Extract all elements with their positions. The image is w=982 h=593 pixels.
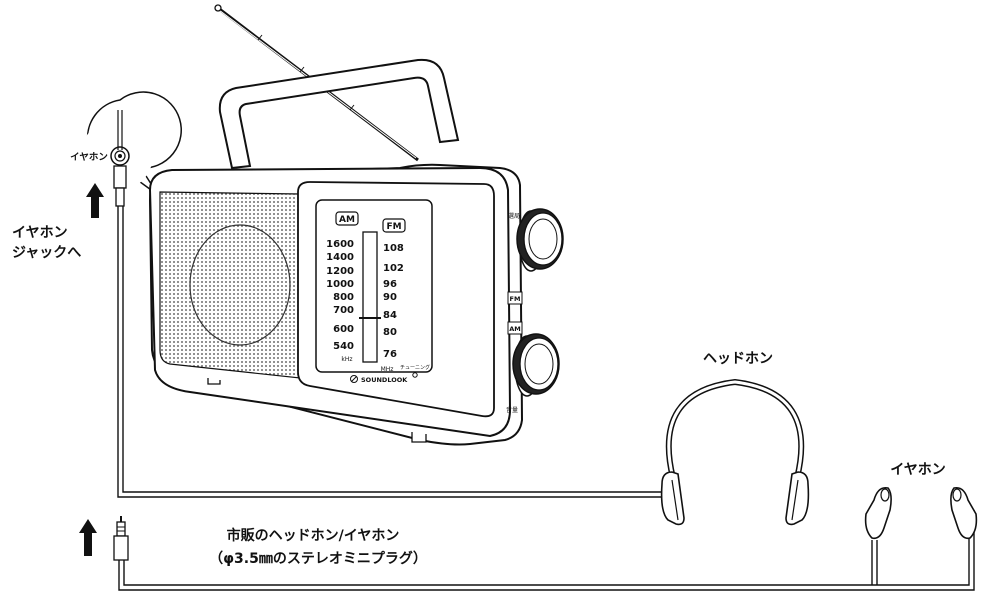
arrow-note-line2: ジャックへ [12,245,81,261]
earphones-label: イヤホン [890,462,946,478]
earphone-cable [118,510,975,591]
earphones [864,486,978,540]
am-scale-1: 1400 [326,252,354,263]
caption-line1: 市販のヘッドホン/イヤホン [227,527,400,544]
brand-label: SOUNDLOOK [361,376,408,384]
speaker-grille [159,191,301,379]
fm-scale-5: 80 [383,327,397,338]
insert-arrow-icon [86,183,104,218]
jack-callout: イヤホン [70,91,182,207]
tuning-label: チューニング [400,364,430,371]
am-scale-6: 600 [333,324,354,335]
fm-unit: MHz [381,366,394,373]
am-scale-5: 700 [333,305,354,316]
am-scale-7: 540 [333,341,354,352]
headphones-label: ヘッドホン [703,351,773,367]
arrow-note-line1: イヤホン [12,225,68,241]
am-unit: kHz [341,356,352,363]
tuning-knob [516,208,564,272]
am-scale-4: 800 [333,292,354,303]
handle [218,58,460,170]
switch-fm-label: FM [510,295,521,303]
band-am-label: AM [339,215,355,225]
stereo-mini-plug [113,516,129,561]
top-knob-label: 選局 [508,212,520,220]
radio: AM FM 1600 1400 1200 1000 800 700 600 54… [148,4,564,446]
caption-line2: （φ3.5㎜のステレオミニプラグ） [209,550,427,567]
tuning-indicator-icon [412,372,418,378]
fm-scale-0: 108 [383,243,404,254]
speaker-ring [189,224,291,346]
fm-scale-4: 84 [383,310,397,321]
am-scale-3: 1000 [326,279,354,290]
headphone-cable [117,205,665,498]
fm-scale-3: 90 [383,292,397,303]
fm-scale-2: 96 [383,279,397,290]
switch-am-label: AM [509,325,521,333]
fm-scale-1: 102 [383,263,404,274]
bottom-knob-label: 音量 [506,406,518,414]
am-scale-2: 1200 [326,266,354,277]
volume-knob [512,333,560,397]
fm-scale-6: 76 [383,349,397,360]
insert-arrow-icon-bottom [79,519,97,556]
jack-label: イヤホン [70,152,108,163]
band-fm-label: FM [386,222,401,232]
headphones [660,378,810,526]
am-scale-0: 1600 [326,239,354,250]
